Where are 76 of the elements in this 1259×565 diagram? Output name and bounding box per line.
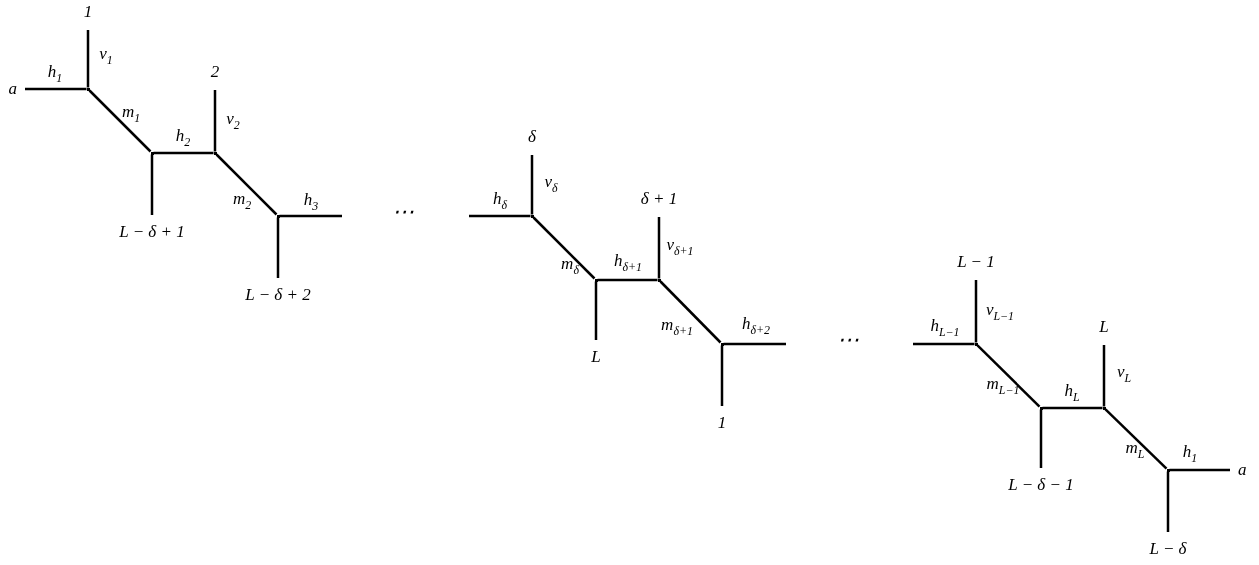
edge-label: m$_{2}$ — [232, 190, 252, 212]
edge-label: h$_{L}$ — [1064, 382, 1080, 404]
line-segment — [913, 342, 975, 346]
line-segment — [88, 89, 152, 153]
vertex-point — [276, 214, 280, 218]
line-segment — [657, 217, 661, 279]
ellipsis-label: ⋯ — [837, 327, 859, 353]
line-segment — [279, 214, 342, 218]
edge-label: h$_{L−1}$ — [930, 317, 960, 339]
end-label: L — [591, 340, 601, 367]
line-segment — [1102, 345, 1106, 407]
line-segment — [532, 216, 596, 280]
line-segment — [215, 153, 278, 216]
end-label: δ + 1 — [640, 190, 678, 217]
edge-label: m$_{δ}$ — [561, 255, 579, 277]
end-label: L − δ + 2 — [245, 278, 311, 305]
end-label: 1 — [717, 406, 727, 433]
edge-label: v$_{L}$ — [1116, 363, 1132, 385]
line-segment — [1104, 408, 1168, 470]
edge-label: h$_{3}$ — [303, 191, 319, 213]
edge-label: v$_{L−1}$ — [985, 301, 1015, 323]
line-segment — [1166, 471, 1170, 532]
line-segment — [153, 151, 214, 155]
edge-label: v$_{δ}$ — [544, 173, 558, 195]
line-segment — [594, 281, 598, 340]
line-segment — [1039, 409, 1043, 468]
end-label: L − 1 — [957, 253, 995, 280]
edge-label: v$_{1}$ — [99, 45, 113, 67]
edge-label: h$_{2}$ — [175, 127, 191, 149]
line-segment — [276, 217, 280, 278]
line-segment — [720, 345, 724, 406]
end-label: 1 — [83, 3, 93, 30]
line-segment — [150, 154, 154, 215]
edge-label: h$_{1}$ — [47, 63, 63, 85]
end-label: δ — [528, 128, 536, 155]
line-segment — [213, 90, 217, 152]
end-label: L − δ − 1 — [1008, 468, 1074, 495]
edge-label: v$_{δ+1}$ — [666, 236, 694, 258]
end-label: a — [8, 79, 25, 99]
line-segment — [723, 342, 786, 346]
line-segment — [86, 30, 90, 88]
edge-label: m$_{δ+1}$ — [661, 316, 693, 338]
edge-label: m$_{L}$ — [1125, 439, 1145, 461]
vertex-point — [1039, 406, 1043, 410]
line-segment — [974, 280, 978, 343]
vertex-point — [974, 342, 978, 346]
ellipsis-label: ⋯ — [392, 199, 414, 225]
line-segment — [1169, 468, 1230, 472]
line-segment — [25, 87, 87, 91]
edge-label: m$_{1}$ — [121, 103, 141, 125]
vertex-point — [1102, 406, 1106, 410]
edge-label: m$_{L−1}$ — [986, 375, 1020, 397]
edge-label: h$_{1}$ — [1182, 443, 1198, 465]
vertex-point — [1166, 468, 1170, 472]
vertex-point — [86, 87, 90, 91]
end-label: a — [1230, 460, 1247, 480]
vertex-point — [657, 278, 661, 282]
vertex-point — [530, 214, 534, 218]
end-label: L − δ — [1149, 532, 1187, 559]
edge-label: v$_{2}$ — [226, 110, 240, 132]
edge-label: h$_{δ+1}$ — [614, 252, 642, 274]
line-segment — [530, 155, 534, 215]
line-segment — [597, 278, 658, 282]
line-segment — [976, 344, 1041, 408]
edge-label: h$_{δ}$ — [493, 190, 507, 212]
end-label: 2 — [210, 63, 220, 90]
vertex-point — [150, 151, 154, 155]
vertex-point — [213, 151, 217, 155]
edge-label: h$_{δ+2}$ — [742, 315, 770, 337]
vertex-point — [594, 278, 598, 282]
line-segment — [659, 280, 722, 344]
end-label: L — [1099, 318, 1109, 345]
end-label: L − δ + 1 — [119, 215, 185, 242]
line-segment — [469, 214, 531, 218]
vertex-point — [720, 342, 724, 346]
line-segment — [1042, 406, 1103, 410]
